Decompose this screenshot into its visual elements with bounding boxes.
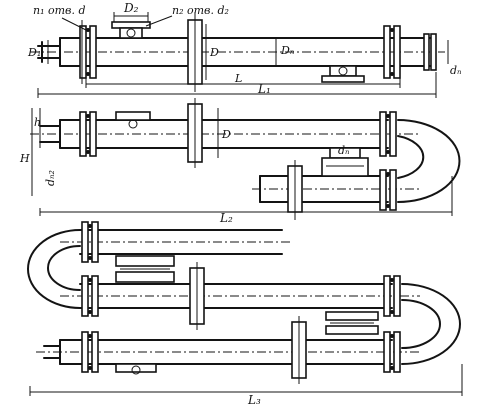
label-L3: L₃ xyxy=(247,393,261,407)
label-dh2: dₙ₂ xyxy=(44,170,57,186)
middle-nozzle: dₙ xyxy=(321,144,369,177)
label-L2: L₂ xyxy=(219,211,233,225)
flange-middle xyxy=(187,12,203,92)
flange-pair-left xyxy=(79,20,97,84)
label-L: L xyxy=(234,72,242,85)
label-D1: D₁ xyxy=(27,46,41,59)
label-h: h xyxy=(34,116,41,129)
figure-1-straight-section: D₂ n₁ отв. d n₂ отв. d₂ D₁ D Dₙ dₙ L L₁ xyxy=(27,1,462,98)
bottom-nozzle xyxy=(321,65,365,83)
label-D-mid: D xyxy=(221,128,231,141)
label-dh: dₙ xyxy=(450,64,462,77)
label-n1-holes: n₁ отв. d xyxy=(33,4,85,17)
label-D2: D₂ xyxy=(123,1,139,15)
label-L1: L₁ xyxy=(257,82,271,96)
top-nozzle xyxy=(111,21,151,39)
label-Dh: Dₙ xyxy=(280,44,294,57)
figure-2-single-bend: D dₙ h H dₙ₂ L₂ xyxy=(19,98,461,225)
label-n2-holes: n₂ отв. d₂ xyxy=(172,4,229,17)
label-D: D xyxy=(209,46,219,59)
label-dh-mid: dₙ xyxy=(338,144,350,157)
flange-pair-right xyxy=(383,25,401,79)
label-H: H xyxy=(19,152,30,165)
figure-3-double-bend: L₃ xyxy=(27,221,463,407)
